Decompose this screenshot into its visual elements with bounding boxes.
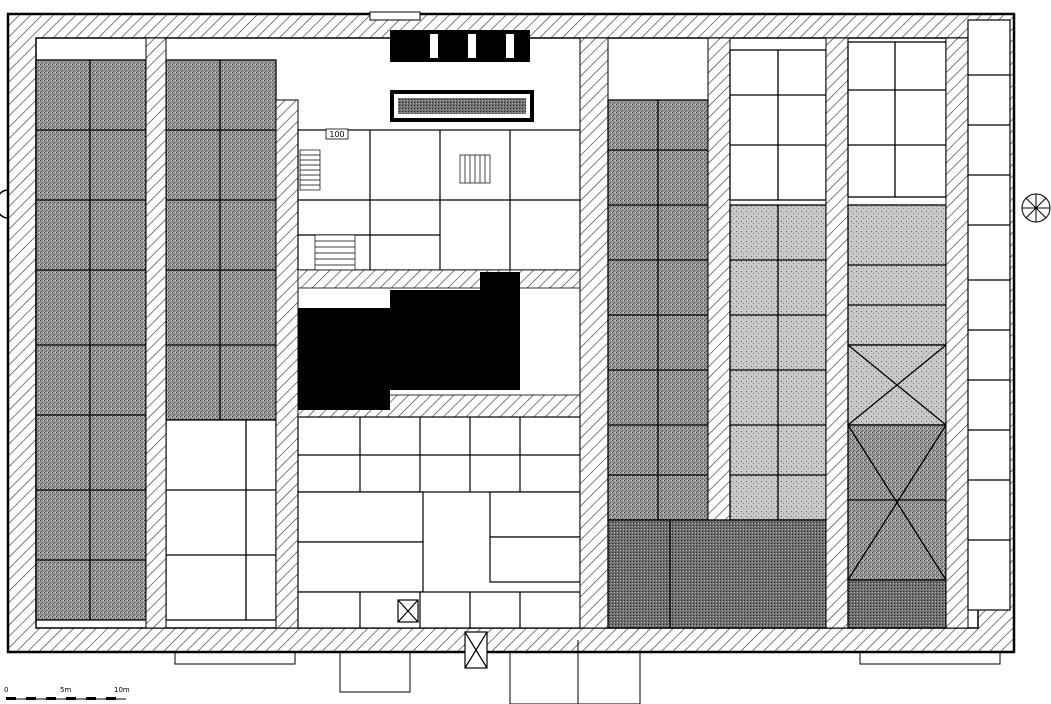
east-corridor-3	[825, 37, 849, 629]
west-corridors	[145, 37, 299, 629]
far-east-offices	[967, 19, 1011, 611]
scale-label-0: 0	[4, 686, 9, 694]
west-entrance-bay	[0, 189, 9, 219]
east-wing-labs-1	[607, 99, 709, 521]
east-corridor-4	[945, 37, 969, 629]
scale-label-5m: 5m	[60, 686, 72, 694]
east-wing-labs-3	[847, 41, 947, 629]
scale-label-10m: 10m	[114, 686, 130, 694]
spiral-stair-icon	[1021, 193, 1051, 223]
east-central-corridor	[579, 37, 609, 629]
room-tag-number: 100	[329, 130, 344, 139]
north-equipment	[369, 11, 534, 122]
scale-bar	[6, 697, 126, 700]
west-wing-labs	[35, 59, 277, 621]
south-east-lab-block	[607, 519, 829, 629]
core-corridor	[297, 269, 581, 289]
central-core	[297, 129, 581, 271]
south-extension	[174, 640, 1001, 704]
east-wing-labs-2	[729, 49, 827, 521]
room-tag-100: 100	[325, 128, 349, 140]
atrium-void	[298, 272, 520, 410]
core-south-rooms	[297, 416, 581, 669]
east-corridor-2	[707, 37, 731, 521]
